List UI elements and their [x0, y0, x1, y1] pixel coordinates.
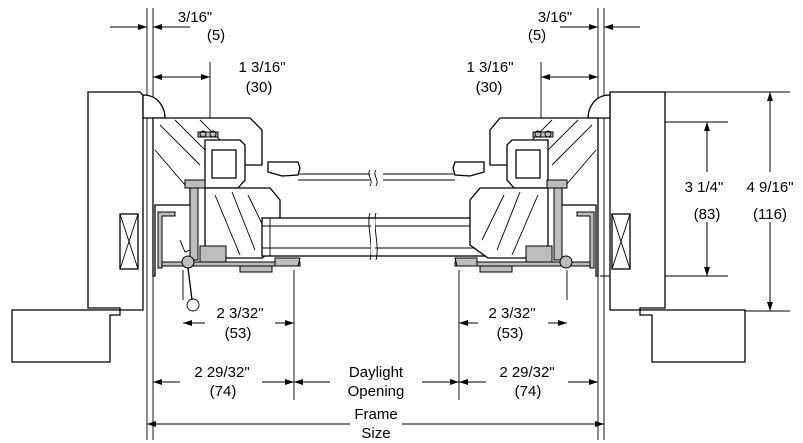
dim-left-sightline: 2 3/32" (53) — [183, 305, 294, 345]
dim-left-sash: 1 3/16" (30) — [153, 59, 286, 96]
dim-frame-and-daylight: 2 29/32" (74) Daylight Opening 2 29/32" … — [153, 362, 598, 402]
left-sightline-frac-label: 2 3/32" — [216, 305, 263, 322]
left-edge-frac-label: 3/16" — [178, 9, 213, 26]
frame-size-label-line1: Frame — [354, 406, 397, 423]
right-edge-mm-label: (5) — [528, 27, 546, 44]
dim-depth-inner: 3 1/4" (83) — [678, 122, 736, 276]
right-frame-mm-label: (74) — [515, 383, 542, 400]
depth-inner-frac-label: 3 1/4" — [685, 179, 724, 196]
left-sightline-mm-label: (53) — [225, 325, 252, 342]
depth-outer-mm-label: (116) — [753, 206, 787, 223]
dim-right-sash: 1 3/16" (30) — [466, 59, 598, 96]
left-edge-mm-label: (5) — [207, 27, 225, 44]
glass-unit — [261, 169, 493, 261]
right-sightline-frac-label: 2 3/32" — [488, 305, 535, 322]
right-sash-mm-label: (30) — [476, 79, 503, 96]
dim-frame-size: Frame Size — [147, 404, 604, 443]
depth-outer-frac-label: 4 9/16" — [746, 179, 793, 196]
daylight-label-line1: Daylight — [349, 364, 404, 381]
right-frame-section — [452, 91, 746, 363]
right-edge-frac-label: 3/16" — [538, 9, 573, 26]
right-frame-frac-label: 2 29/32" — [499, 364, 554, 381]
left-sash-frac-label: 1 3/16" — [238, 59, 285, 76]
dim-right-edge: 3/16" (5) — [528, 9, 640, 44]
dim-depth-outer: 4 9/16" (116) — [738, 92, 802, 311]
right-sash-frac-label: 1 3/16" — [466, 59, 513, 76]
right-sightline-mm-label: (53) — [497, 325, 524, 342]
daylight-label-line2: Opening — [348, 383, 405, 400]
left-sash-mm-label: (30) — [246, 79, 273, 96]
left-frame-mm-label: (74) — [210, 383, 237, 400]
frame-size-label-line2: Size — [361, 425, 390, 442]
left-frame-section — [11, 91, 301, 363]
dim-left-edge: 3/16" (5) — [110, 9, 225, 44]
dim-right-sightline: 2 3/32" (53) — [459, 305, 567, 345]
depth-inner-mm-label: (83) — [694, 206, 721, 223]
left-frame-frac-label: 2 29/32" — [194, 364, 249, 381]
